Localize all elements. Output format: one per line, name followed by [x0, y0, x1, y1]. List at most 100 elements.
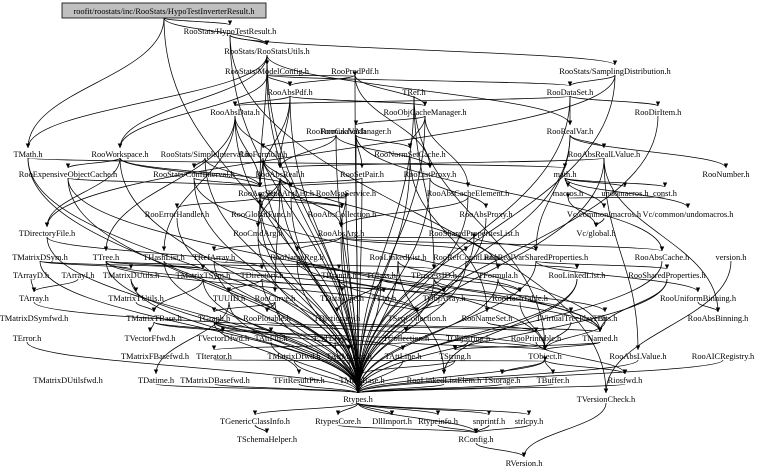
node-tmathbase-h[interactable]: TMathBase.h	[339, 376, 385, 385]
node-vc-common-undomacros-h[interactable]: Vc/common/undomacros.h	[643, 210, 735, 219]
node-tdirectoryfile-h[interactable]: TDirectoryFile.h	[19, 229, 76, 238]
node-tfitresultptr-h[interactable]: TFitResultPtr.h	[273, 376, 325, 385]
node-rooabscache-h[interactable]: RooAbsCache.h	[635, 253, 690, 262]
node-tarrayd-h[interactable]: TArrayD.h	[13, 271, 50, 280]
node-undomacros-h[interactable]: undomacros.h	[601, 189, 649, 198]
node-roocachemanager-h[interactable]: RooCacheManager.h	[321, 127, 392, 136]
node-estltype-h[interactable]: ESTLType.h	[314, 334, 357, 343]
node-tdatatype-h[interactable]: TDataType.h	[320, 294, 365, 303]
node-vc-global-h[interactable]: Vc/global.h	[576, 229, 616, 238]
node-tclass-h[interactable]: TClass.h	[366, 271, 396, 280]
node-tdatime-h[interactable]: TDatime.h	[138, 376, 175, 385]
node-rooargset-h[interactable]: RooArgSet.h	[238, 189, 283, 198]
node-tmatrixdutils-h[interactable]: TMatrixDUtils.h	[103, 271, 160, 280]
node-tobjarray-h[interactable]: TObjArray.h	[423, 294, 467, 303]
node-roolinkedlist-h[interactable]: RooLinkedList.h	[370, 253, 428, 262]
node-roostats-simpleinterval-h[interactable]: RooStats/SimpleInterval.h	[161, 150, 250, 159]
node-rooprintable-h[interactable]: RooPrintable.h	[511, 334, 562, 343]
node-rooarglist-h[interactable]: RooArgList.h	[268, 189, 315, 198]
node-rversion-h[interactable]: RVersion.h	[506, 459, 544, 468]
node-rooexpensiveobjectcache-h[interactable]: RooExpensiveObjectCache.h	[19, 170, 118, 179]
node-const-h[interactable]: const.h	[653, 189, 678, 198]
node-rooabspdf-h[interactable]: RooAbsPdf.h	[267, 88, 313, 97]
node-rooabsproxy-h[interactable]: RooAbsProxy.h	[459, 210, 513, 219]
node-tmatrixtutils-h[interactable]: TMatrixTUtils.h	[108, 294, 164, 303]
node-roocurve-h[interactable]: RooCurve.h	[255, 294, 297, 303]
node-roorealvar-h[interactable]: RooRealVar.h	[547, 127, 595, 136]
node-tseqcollection-h[interactable]: TSeqCollection.h	[388, 314, 448, 323]
node-rooformulavar-h[interactable]: RooFormulaVar.h	[306, 127, 367, 136]
node-roolinkedlist-h[interactable]: RooLinkedList.h	[549, 271, 607, 280]
root-node[interactable]: roofit/roostats/inc/RooStats/HypoTestInv…	[61, 2, 267, 19]
node-tattmarker-h[interactable]: TAttMarker.h	[326, 352, 372, 361]
node-vc-common-macros-h[interactable]: Vc/common/macros.h	[567, 210, 642, 219]
node-tlist-h[interactable]: TList.h	[372, 294, 397, 303]
node-tmatrixfbasefwd-h[interactable]: TMatrixFBasefwd.h	[121, 352, 190, 361]
node-roocmdarg-h[interactable]: RooCmdArg.h	[233, 229, 283, 238]
node-tgenericclassinfo-h[interactable]: TGenericClassInfo.h	[220, 417, 291, 426]
node-tdirectory-h[interactable]: TDirectory.h	[241, 271, 285, 280]
node-roomsgservice-h[interactable]: RooMsgService.h	[316, 189, 377, 198]
node-tformula-h[interactable]: TFormula.h	[478, 271, 519, 280]
node-tmatrixdbasefwd-h[interactable]: TMatrixDBasefwd.h	[180, 376, 250, 385]
node-roostats-hypotestresult-h[interactable]: RooStats/HypoTestResult.h	[184, 27, 278, 36]
node-math-h[interactable]: math.h	[553, 170, 577, 179]
node-roodiritem-h[interactable]: RooDirItem.h	[635, 108, 683, 117]
node-rooaicregistry-h[interactable]: RooAICRegistry.h	[692, 352, 755, 361]
node-rtypeinfo-h[interactable]: Rtypeinfo.h	[418, 417, 459, 426]
node-tref-h[interactable]: TRef.h	[402, 88, 426, 97]
node-titerator-h[interactable]: TIterator.h	[196, 352, 232, 361]
node-tmatrixtsym-h[interactable]: TMatrixTSym.h	[176, 271, 231, 280]
node-tbuffer-h[interactable]: TBuffer.h	[537, 376, 570, 385]
node-rconfig-h[interactable]: RConfig.h	[458, 435, 494, 444]
node-rooabsreallvalue-h[interactable]: RooAbsRealLValue.h	[568, 150, 641, 159]
node-rooabslvalue-h[interactable]: RooAbsLValue.h	[609, 352, 667, 361]
node-strlcpy-h[interactable]: strlcpy.h	[515, 417, 544, 426]
node-roosetpair-h[interactable]: RooSetPair.h	[340, 170, 385, 179]
node-rooabsdata-h[interactable]: RooAbsData.h	[210, 108, 260, 117]
node-tprocessid-h[interactable]: TProcessID.h	[411, 271, 458, 280]
node-ttree-h[interactable]: TTree.h	[93, 253, 120, 262]
node-tmatrixdutilsfwd-h[interactable]: TMatrixDUtilsfwd.h	[33, 376, 103, 385]
node-roolinkedlistelem-h[interactable]: RooLinkedListElem.h	[407, 376, 482, 385]
node-dllimport-h[interactable]: DllImport.h	[372, 417, 413, 426]
node-thashlist-h[interactable]: THashList.h	[143, 253, 185, 262]
node-tattline-h[interactable]: TAttLine.h	[385, 352, 423, 361]
node-tgraph-h[interactable]: TGraph.h	[198, 314, 231, 323]
node-rooplotable-h[interactable]: RooPlotable.h	[243, 314, 292, 323]
node-rooabsarg-h[interactable]: RooAbsArg.h	[318, 229, 365, 238]
node-tcollection-h[interactable]: TCollection.h	[383, 334, 430, 343]
node-tmatrixtbase-h[interactable]: TMatrixTBase.h	[126, 314, 182, 323]
node-tattfill-h[interactable]: TAttFill.h	[254, 334, 288, 343]
node-tmatrixdsym-h[interactable]: TMatrixDSym.h	[12, 253, 68, 262]
node-tversioncheck-h[interactable]: TVersionCheck.h	[577, 395, 636, 404]
node-tstorage-h[interactable]: TStorage.h	[484, 376, 522, 385]
node-roolistproxy-h[interactable]: RooListProxy.h	[404, 170, 458, 179]
node-macros-h[interactable]: macros.h	[553, 189, 584, 198]
node-rooabscacheelement-h[interactable]: RooAbsCacheElement.h	[427, 189, 510, 198]
node-snprintf-h[interactable]: snprintf.h	[473, 417, 506, 426]
node-tuuid-h[interactable]: TUUID.h	[213, 294, 246, 303]
node-roodataset-h[interactable]: RooDataSet.h	[547, 88, 595, 97]
node-rooprodpdf-h[interactable]: RooProdPdf.h	[331, 67, 380, 76]
node-tvectorffwd-h[interactable]: TVectorFfwd.h	[125, 334, 177, 343]
node-roohashtable-h[interactable]: RooHashTable.h	[492, 294, 549, 303]
node-roostats-samplingdistribution-h[interactable]: RooStats/SamplingDistribution.h	[559, 67, 671, 76]
node-tmatrixdsymfwd-h[interactable]: TMatrixDSymfwd.h	[0, 314, 69, 323]
node-roorealvarsharedproperties-h[interactable]: RooRealVarSharedProperties.h	[484, 253, 589, 262]
node-roosharedpropertieslist-h[interactable]: RooSharedPropertiesList.h	[429, 229, 520, 238]
node-version-h[interactable]: version.h	[716, 253, 748, 262]
node-tmath-h[interactable]: TMath.h	[13, 150, 43, 159]
node-roosharedproperties-h[interactable]: RooSharedProperties.h	[628, 271, 706, 280]
node-tarray-h[interactable]: TArray.h	[19, 294, 50, 303]
node-roorefcountlist-h[interactable]: RooRefCountList.h	[433, 253, 500, 262]
node-tvectordfwd-h[interactable]: TVectorDfwd.h	[197, 334, 250, 343]
node-rtypes-h[interactable]: Rtypes.h	[343, 395, 373, 404]
node-roonumber-h[interactable]: RooNumber.h	[702, 170, 750, 179]
node-roostats-modelconfig-h[interactable]: RooStats/ModelConfig.h	[225, 67, 310, 76]
node-roonormsetcache-h[interactable]: RooNormSetCache.h	[374, 150, 446, 159]
node-tmatrixdfwd-h[interactable]: TMatrixDfwd.h	[267, 352, 321, 361]
node-rooabscollection-h[interactable]: RooAbsCollection.h	[308, 210, 377, 219]
node-tbranch-h[interactable]: TBranch.h	[321, 271, 357, 280]
node-roonameset-h[interactable]: RooNameSet.h	[462, 314, 514, 323]
